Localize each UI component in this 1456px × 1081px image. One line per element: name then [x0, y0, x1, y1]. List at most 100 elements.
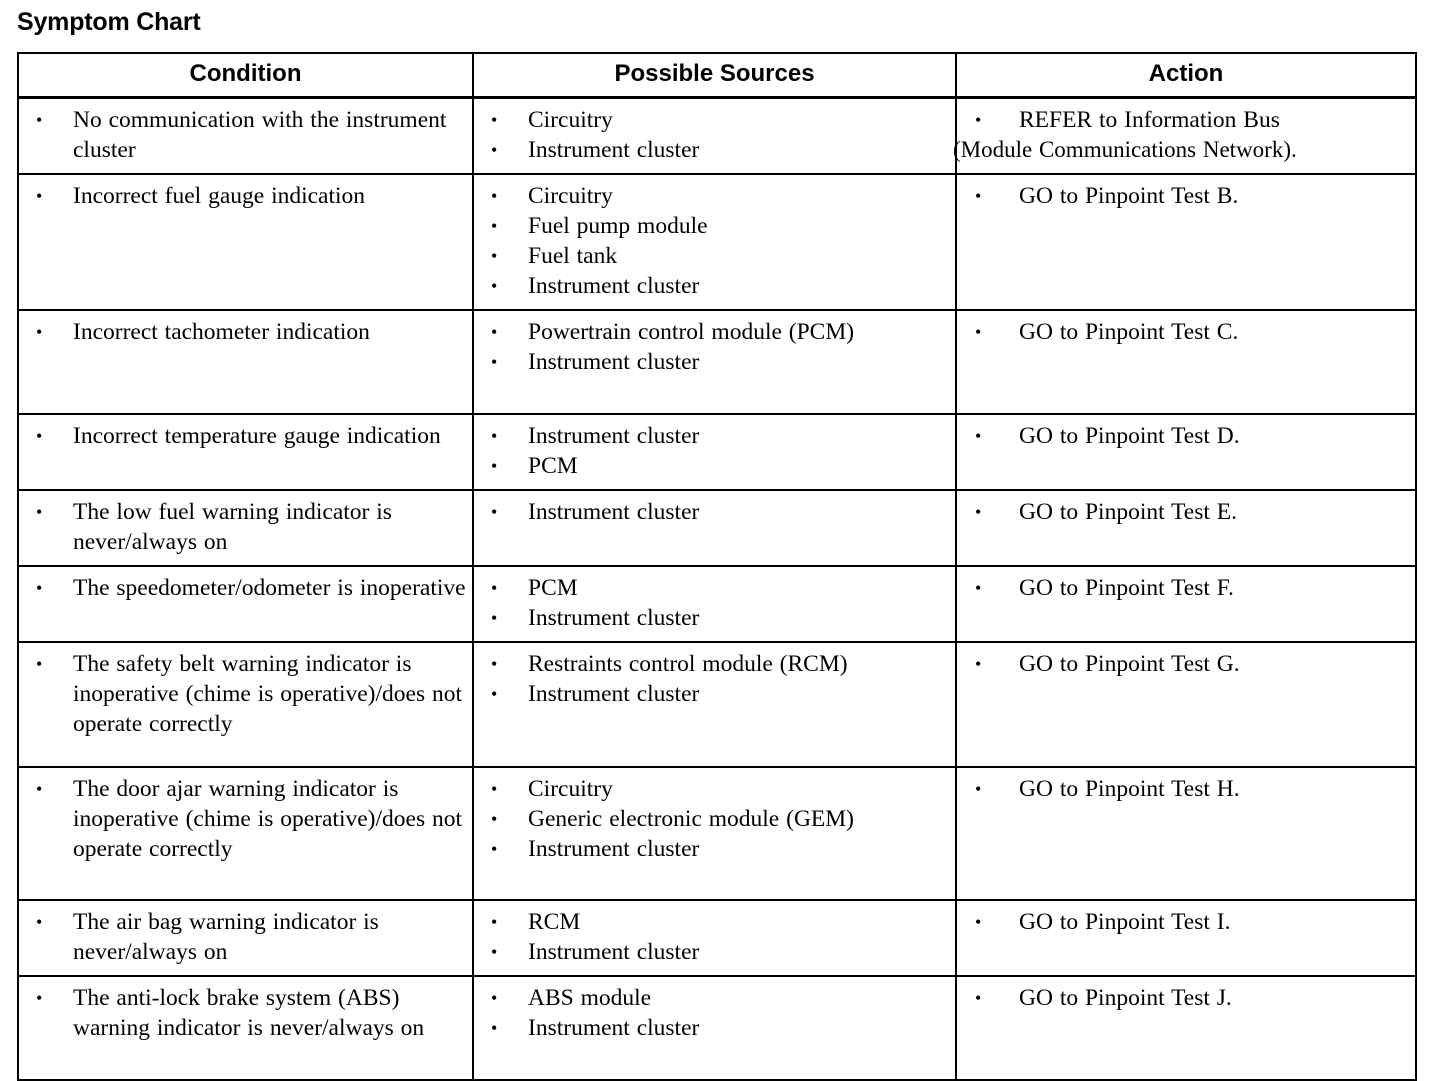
- list-item: •The low fuel warning indicator is never…: [19, 497, 468, 557]
- condition-list: •Incorrect temperature gauge indication: [19, 415, 472, 459]
- condition-list: •The air bag warning indicator is never/…: [19, 901, 472, 975]
- bullet-icon: •: [36, 578, 43, 598]
- list-item: •Instrument cluster: [474, 834, 951, 864]
- cell-action: •REFER to Information Bus(Module Communi…: [953, 96, 1417, 175]
- bullet-icon: •: [491, 426, 498, 446]
- bullet-icon: •: [491, 684, 498, 704]
- cell-possible-sources: •Instrument cluster•PCM: [472, 413, 957, 491]
- list-item-text: Instrument cluster: [528, 273, 700, 299]
- cell-condition: •Incorrect temperature gauge indication: [17, 413, 474, 491]
- list-item: •GO to Pinpoint Test I.: [957, 907, 1411, 937]
- list-item-text: Instrument cluster: [528, 1015, 700, 1041]
- list-item: • Restraints control module (RCM): [474, 649, 951, 679]
- table-row: • The speedometer/odometer is inoperative…: [17, 565, 1417, 643]
- bullet-icon: •: [36, 426, 43, 446]
- list-item-text: REFER to Information Bus: [1019, 107, 1280, 133]
- sources-list: •Circuitry•Instrument cluster: [474, 99, 955, 173]
- bullet-icon: •: [975, 988, 982, 1008]
- list-item: •Instrument cluster: [474, 421, 951, 451]
- cell-condition: •The air bag warning indicator is never/…: [17, 899, 474, 977]
- condition-list: •Incorrect tachometer indication: [19, 311, 472, 355]
- cell-condition: •The safety belt warning indicator is in…: [17, 641, 474, 768]
- bullet-icon: •: [491, 216, 498, 236]
- list-item: •Incorrect temperature gauge indication: [19, 421, 468, 451]
- list-item-text: GO to Pinpoint Test G.: [1019, 651, 1240, 677]
- list-item-text: GO to Pinpoint Test H.: [1019, 776, 1240, 802]
- bullet-icon: •: [975, 779, 982, 799]
- list-item: •GO to Pinpoint Test E.: [957, 497, 1411, 527]
- cell-condition: •Incorrect fuel gauge indication: [17, 173, 474, 311]
- list-item-text: Instrument cluster: [528, 349, 700, 375]
- list-item-text: Fuel pump module: [528, 213, 708, 239]
- list-item-text: GO to Pinpoint Test J.: [1019, 985, 1232, 1011]
- list-item-text: Instrument cluster: [528, 605, 700, 631]
- list-item-text: The speedometer/odometer is inoperative: [73, 575, 466, 601]
- list-item: •GO to Pinpoint Test C.: [957, 317, 1411, 347]
- sources-list: •Circuitry•Fuel pump module•Fuel tank•In…: [474, 175, 955, 309]
- list-item-text: RCM: [528, 909, 581, 935]
- list-item-text: Instrument cluster: [528, 836, 700, 862]
- action-list: • GO to Pinpoint Test H.: [957, 768, 1415, 812]
- table-row: • The safety belt warning indicator is in…: [17, 641, 1417, 768]
- list-item: •ABS module: [474, 983, 951, 1013]
- cell-action: • GO to Pinpoint Test J.: [955, 975, 1417, 1081]
- list-item: • Instrument cluster: [474, 679, 951, 709]
- bullet-icon: •: [491, 186, 498, 206]
- action-list: •REFER to Information Bus(Module Communi…: [953, 99, 1415, 173]
- cell-action: •GO to Pinpoint Test F.: [955, 565, 1417, 643]
- bullet-icon: •: [491, 779, 498, 799]
- list-item: •The anti-lock brake system (ABS) warnin…: [19, 983, 468, 1043]
- bullet-icon: •: [975, 578, 982, 598]
- list-item: •Instrument cluster: [474, 603, 951, 633]
- cell-possible-sources: •RCM•Instrument cluster: [472, 899, 957, 977]
- sources-list: •PCM•Instrument cluster: [474, 567, 955, 641]
- cell-condition: •The door ajar warning indicator is inop…: [17, 766, 474, 901]
- list-item: • GO to Pinpoint Test H.: [957, 774, 1411, 804]
- cell-possible-sources: •ABS module • Instrument cluster: [472, 975, 957, 1081]
- list-item: • The speedometer/odometer is inoperative: [19, 573, 468, 603]
- list-item-text: Circuitry: [528, 107, 613, 133]
- cell-condition: • The speedometer/odometer is inoperative: [17, 565, 474, 643]
- bullet-icon: •: [491, 322, 498, 342]
- condition-list: •The low fuel warning indicator is never…: [19, 491, 472, 565]
- bullet-icon: •: [975, 426, 982, 446]
- list-item-text: GO to Pinpoint Test D.: [1019, 423, 1240, 449]
- sources-list: •Instrument cluster: [474, 491, 955, 535]
- bullet-icon: •: [491, 654, 498, 674]
- list-item: •Instrument cluster: [474, 347, 951, 377]
- bullet-icon: •: [975, 110, 982, 130]
- list-item-text: Generic electronic module (GEM): [528, 806, 854, 832]
- table-row: •No communication with the instrument cl…: [17, 96, 1417, 175]
- bullet-icon: •: [491, 809, 498, 829]
- bullet-icon: •: [491, 942, 498, 962]
- cell-condition: •The low fuel warning indicator is never…: [17, 489, 474, 567]
- cell-condition: •No communication with the instrument cl…: [17, 96, 474, 175]
- list-item-text: The safety belt warning indicator is ino…: [73, 651, 463, 737]
- table-row: •The low fuel warning indicator is never…: [17, 489, 1417, 567]
- list-item-text: Incorrect fuel gauge indication: [73, 183, 366, 209]
- column-header-condition: Condition: [17, 52, 474, 99]
- list-item: •Circuitry: [474, 105, 951, 135]
- sources-list: •ABS module • Instrument cluster: [474, 977, 955, 1051]
- table-row: •Incorrect tachometer indication•Powertr…: [17, 309, 1417, 415]
- list-item-text: GO to Pinpoint Test C.: [1019, 319, 1239, 345]
- list-item: •The door ajar warning indicator is inop…: [19, 774, 468, 864]
- bullet-icon: •: [36, 110, 43, 130]
- table-header-row: Condition Possible Sources Action: [17, 52, 1417, 99]
- action-list: •GO to Pinpoint Test F.: [957, 567, 1415, 611]
- bullet-icon: •: [491, 1018, 498, 1038]
- bullet-icon: •: [491, 276, 498, 296]
- list-item: • Generic electronic module (GEM): [474, 804, 951, 834]
- action-list: •GO to Pinpoint Test I.: [957, 901, 1415, 945]
- column-header-action: Action: [955, 52, 1417, 99]
- list-item-text: Instrument cluster: [528, 681, 700, 707]
- bullet-icon: •: [491, 578, 498, 598]
- list-item-text: GO to Pinpoint Test I.: [1019, 909, 1231, 935]
- list-item-text: The anti-lock brake system (ABS) warning…: [73, 985, 425, 1041]
- cell-possible-sources: •Circuitry•Generic electronic module (GE…: [472, 766, 957, 901]
- symptom-chart-table: Condition Possible Sources Action •No co…: [17, 52, 1417, 1081]
- list-item-text: Restraints control module (RCM): [528, 651, 848, 677]
- list-item: • GO to Pinpoint Test G.: [957, 649, 1411, 679]
- bullet-icon: •: [975, 654, 982, 674]
